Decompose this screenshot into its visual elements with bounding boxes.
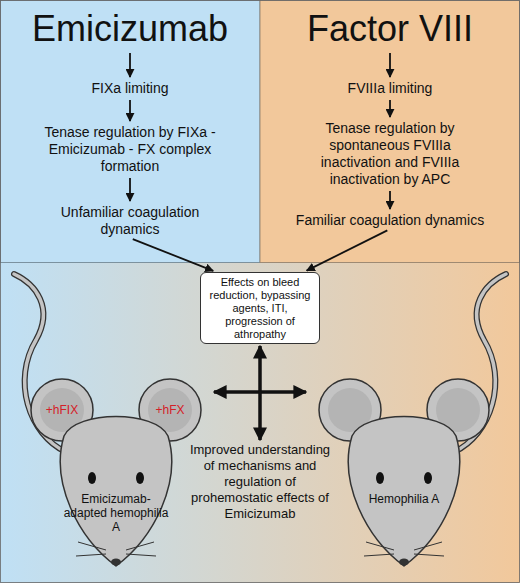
outcome-text: Improved understanding of mechanisms and… <box>185 442 335 522</box>
emicizumab-panel <box>1 1 261 263</box>
node-text: Factor VIII <box>280 8 500 50</box>
mouse-figure: Emicizumab-adapted hemophilia A +hFIX +hFX <box>20 370 212 570</box>
arrow-connector <box>129 100 131 121</box>
step-text: Familiar coagulation dynamics <box>295 212 485 229</box>
arrow-connector <box>129 53 131 77</box>
step-text: Unfamiliar coagulation dynamics <box>35 204 225 238</box>
mouse-figure: Hemophilia A <box>308 370 500 570</box>
mouse-drawing <box>20 370 212 570</box>
step-text: Tenase regulation by FIXa - Emicizumab -… <box>35 124 225 175</box>
step-text: FVIIIa limiting <box>300 80 480 97</box>
node-text: Unfamiliar coagulation dynamics <box>35 204 225 238</box>
node-text: Familiar coagulation dynamics <box>295 212 485 229</box>
node-text: Tenase regulation by spontaneous FVIIIa … <box>295 120 485 188</box>
node-text: FIXa limiting <box>40 80 220 97</box>
arrow-connector <box>389 100 391 117</box>
arrow-connector <box>133 239 213 271</box>
mouse-label: Emicizumab-adapted hemophilia A <box>61 492 171 534</box>
node-text: Emicizumab <box>20 8 240 50</box>
node-text: FVIIIa limiting <box>300 80 480 97</box>
step-text: Tenase regulation by spontaneous FVIIIa … <box>295 120 485 188</box>
mouse-drawing <box>308 370 500 570</box>
arrow-connector <box>129 178 131 201</box>
panel-heading: Factor VIII <box>280 8 500 50</box>
node-text: Improved understanding of mechanisms and… <box>185 442 335 522</box>
effects-box: Effects on bleed reduction, bypassing ag… <box>200 272 320 344</box>
arrow-connector <box>214 390 306 394</box>
gradient-band <box>0 262 520 583</box>
arrow-connector <box>307 230 388 270</box>
arrow-connector <box>389 191 391 209</box>
node-text: Tenase regulation by FIXa - Emicizumab -… <box>35 124 225 175</box>
step-text: FIXa limiting <box>40 80 220 97</box>
factor-viii-panel <box>260 1 520 263</box>
arrow-connector <box>258 346 262 440</box>
panel-heading: Emicizumab <box>20 8 240 50</box>
node-text: Effects on bleed reduction, bypassing ag… <box>205 276 315 341</box>
arrow-connector <box>389 53 391 77</box>
mouse-label: Hemophilia A <box>349 492 459 506</box>
ear-label: +hFX <box>140 403 200 417</box>
ear-label: +hFIX <box>32 403 92 417</box>
